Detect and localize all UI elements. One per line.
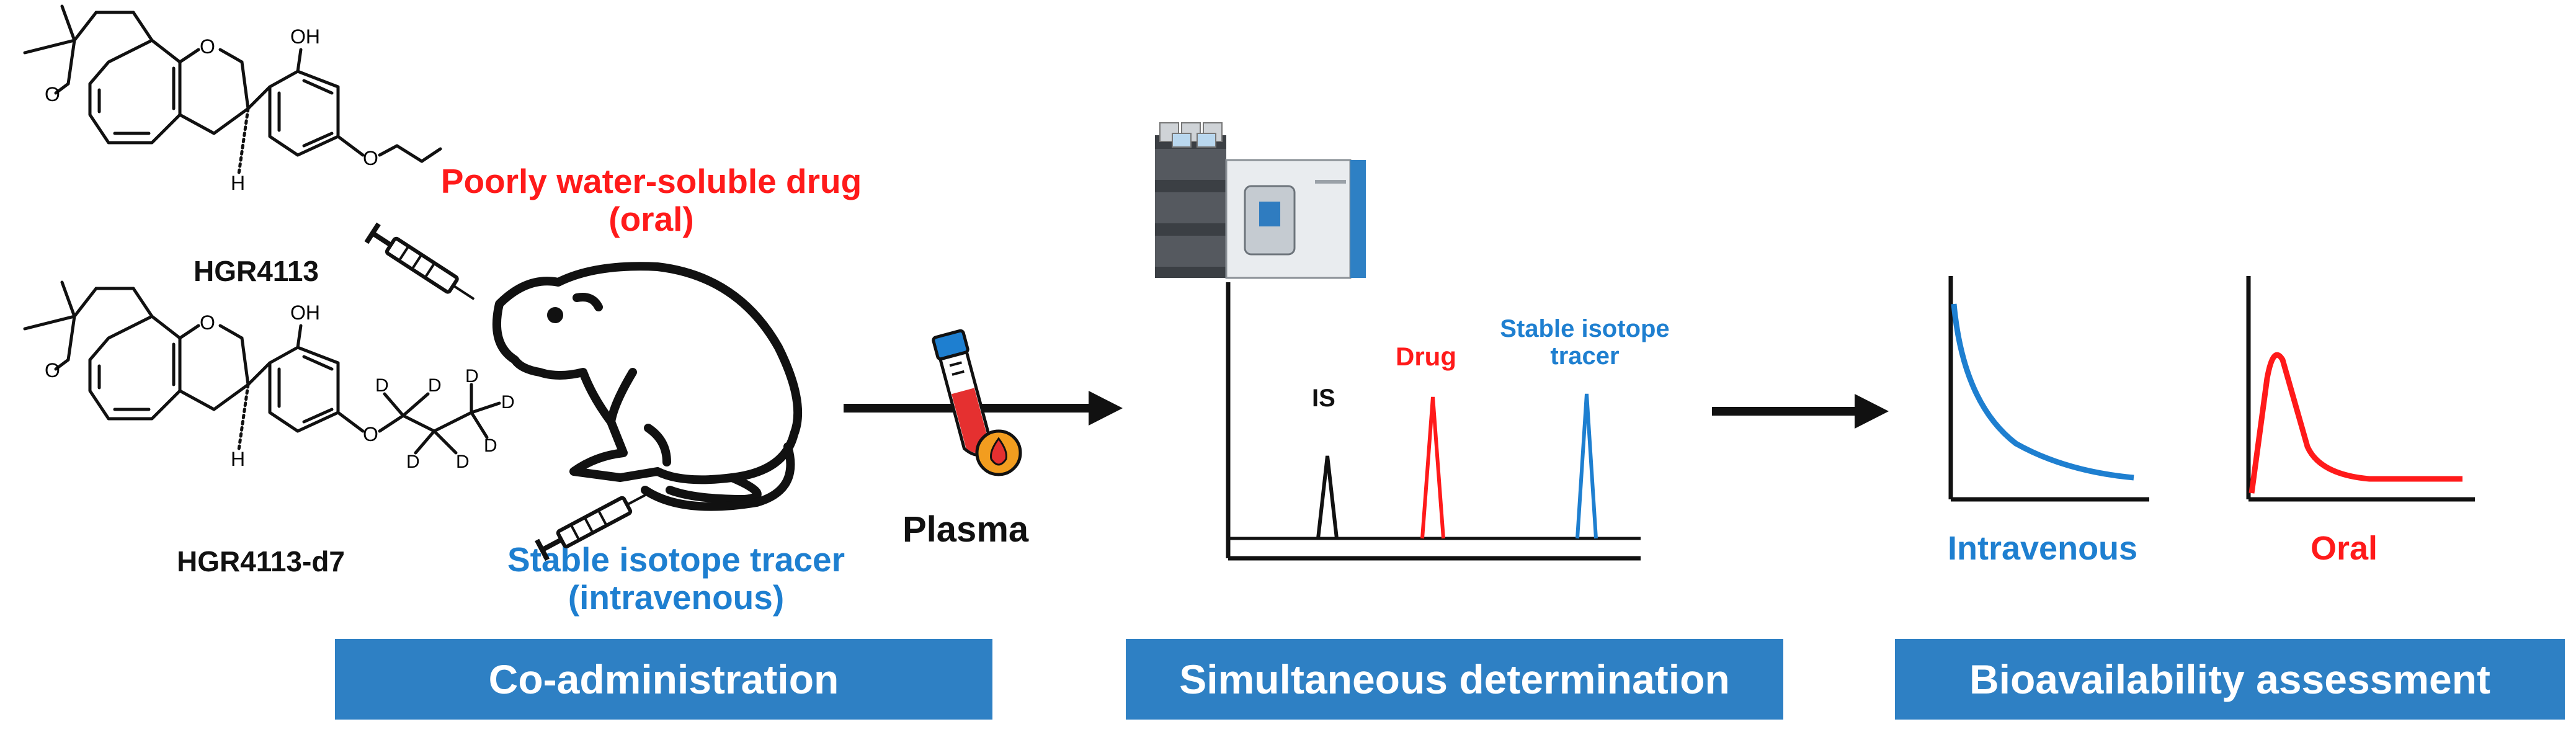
molecule-2-d2: D [428, 375, 442, 396]
syringe-icon [535, 492, 650, 561]
molecule-2-d1: D [375, 375, 389, 396]
oral-curve [2248, 352, 2462, 494]
rat-icon [492, 262, 803, 511]
molecule-1-oh: OH [290, 25, 320, 48]
peak-is [1316, 455, 1339, 539]
arrow-head [1089, 391, 1123, 426]
iv-tracer-label-line2: (intravenous) [568, 578, 785, 617]
molecule-1-name: HGR4113 [194, 255, 319, 287]
oral-curve-label: Oral [2311, 530, 2378, 567]
peak-tracer [1575, 393, 1598, 539]
molecule-2-ether-o: O [363, 423, 378, 445]
molecule-2-d5: D [465, 366, 479, 386]
plasma-label: Plasma [902, 509, 1029, 550]
molecule-1-pyran-o: O [200, 35, 215, 58]
blood-tube-icon [932, 329, 992, 457]
molecule-hgr4113-d7-skeleton [23, 280, 501, 455]
molecule-2-name: HGR4113-d7 [177, 545, 345, 578]
molecule-2-d3: D [406, 452, 420, 472]
molecule-2-d4: D [456, 452, 470, 472]
molecule-2-ring-o: O [45, 359, 60, 381]
peak-drug [1420, 396, 1445, 539]
molecule-2-oh: OH [290, 301, 320, 324]
oral-drug-label: Poorly water-soluble drug (oral) [397, 163, 906, 238]
peak-tracer-label-line1: Stable isotope [1500, 315, 1670, 342]
molecule-1-ether-o: O [363, 147, 378, 169]
peak-tracer-label-line2: tracer [1550, 342, 1620, 370]
molecule-2-d6: D [501, 392, 515, 413]
banner-co-administration: Co-administration [335, 639, 992, 720]
oral-drug-label-line1: Poorly water-soluble drug [440, 162, 862, 200]
iv-curve-label: Intravenous [1948, 530, 2138, 567]
molecule-2-pyran-o: O [200, 311, 215, 334]
arrow-head [1855, 394, 1889, 429]
molecule-2-stereo-h: H [231, 448, 246, 470]
peak-is-label: IS [1312, 385, 1335, 412]
molecule-hgr4113-skeleton [23, 4, 442, 176]
syringe-icon [364, 222, 475, 300]
molecule-1-stereo-h: H [231, 172, 246, 194]
banner-simultaneous-determination: Simultaneous determination [1126, 639, 1783, 720]
iv-curve [1951, 303, 2134, 481]
peak-drug-label: Drug [1396, 342, 1456, 371]
molecule-2-d7: D [484, 435, 497, 456]
peak-tracer-label: Stable isotope tracer [1479, 315, 1690, 370]
oral-drug-label-line2: (oral) [608, 199, 694, 238]
banner-bioavailability-assessment: Bioavailability assessment [1895, 639, 2565, 720]
molecule-1-ring-o: O [45, 83, 60, 105]
